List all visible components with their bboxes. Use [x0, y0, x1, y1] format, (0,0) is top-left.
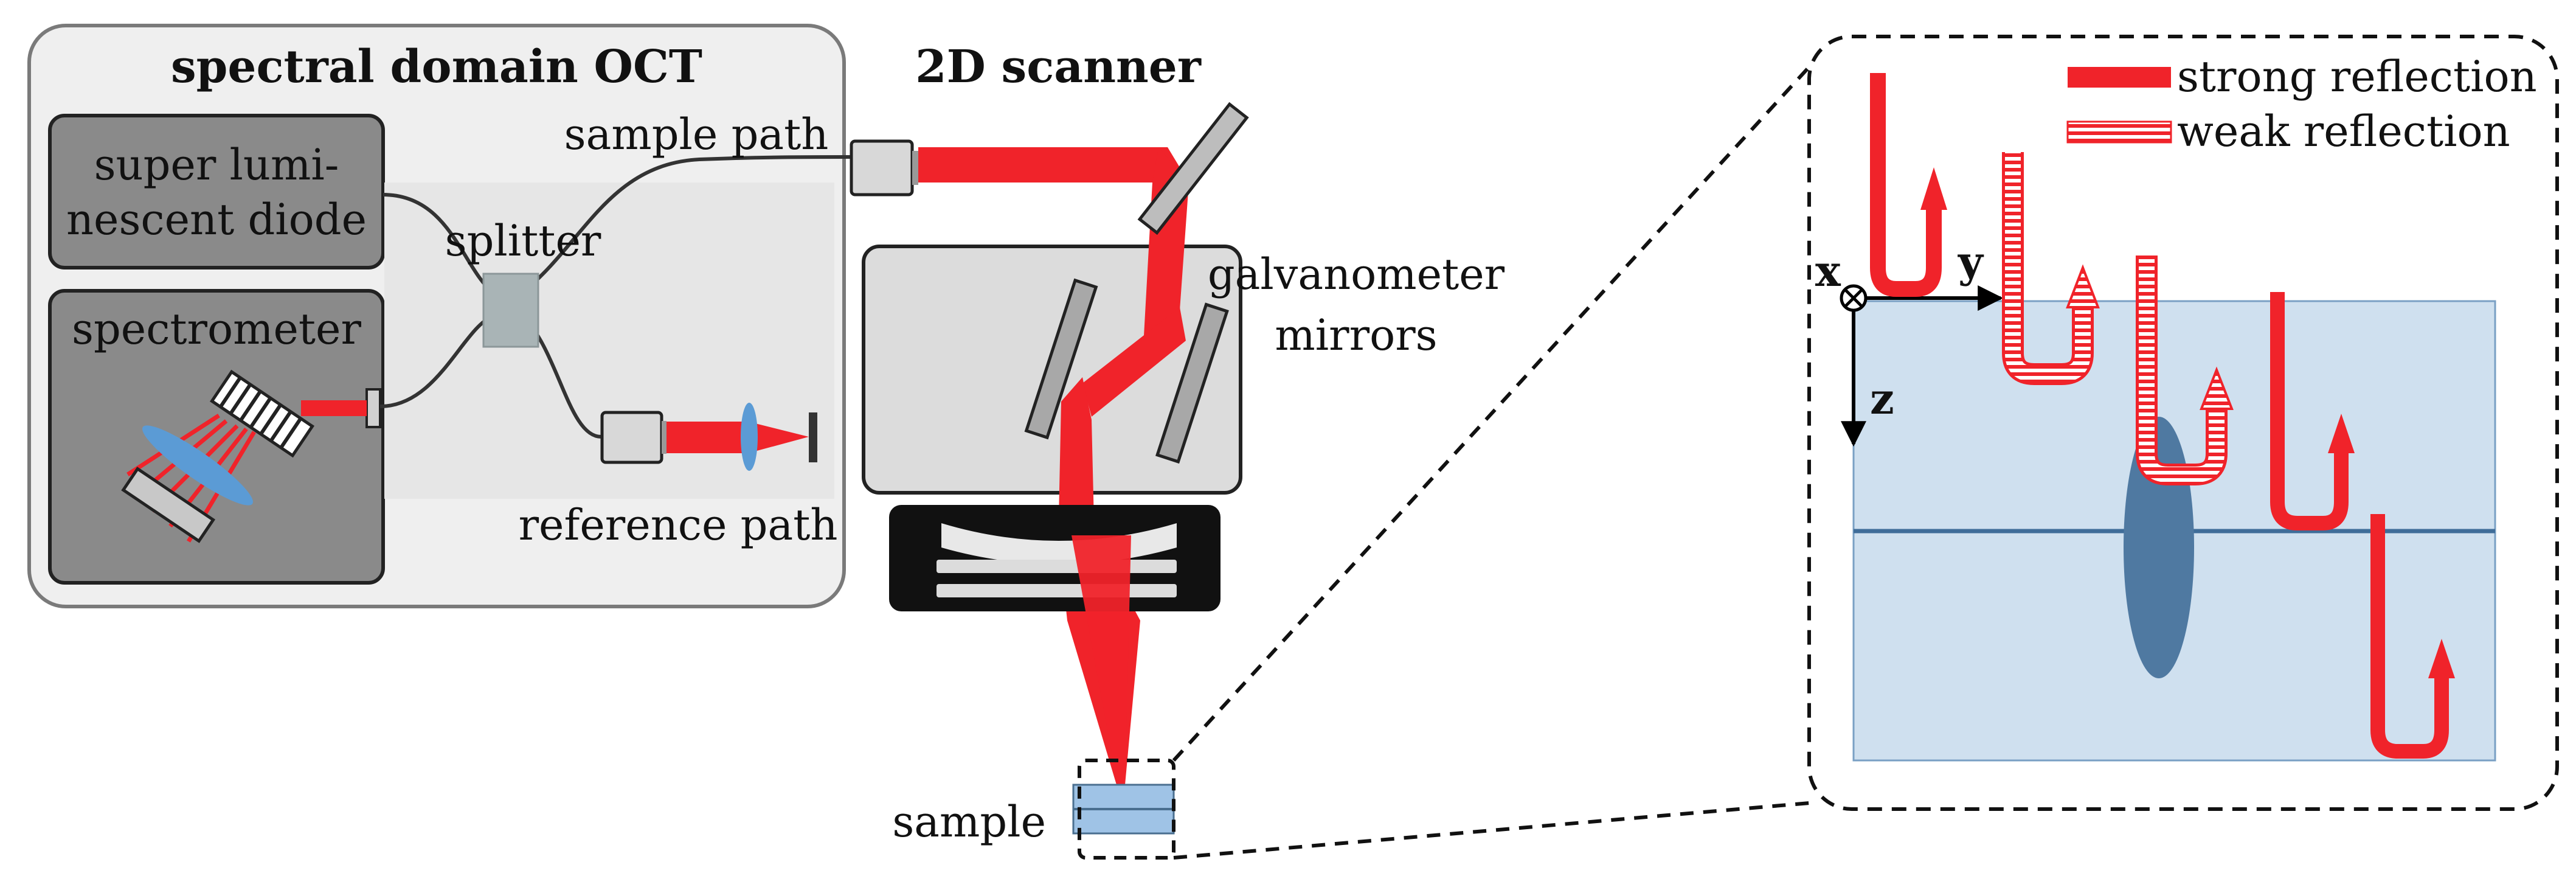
splitter-label: splitter [445, 216, 601, 266]
fiber-splitter [482, 273, 539, 348]
legend-strong-swatch [2068, 67, 2171, 88]
optical-fibers [379, 155, 852, 439]
zoom-line-top [1172, 65, 1811, 762]
legend-weak-swatch [2066, 120, 2172, 144]
spectrometer-beam [301, 400, 367, 416]
spectrometer-optics [121, 369, 381, 543]
spectrometer-lens [142, 425, 253, 506]
inclusion [2124, 417, 2194, 678]
reference-mirror [809, 412, 817, 462]
sample-path-label: sample path [564, 110, 829, 159]
oct-panel: spectral domain OCT super lumi- nescent … [27, 24, 852, 608]
legend-weak-label: weak reflection [2177, 106, 2510, 156]
reference-path-label: reference path [519, 500, 838, 550]
sample-zoom-box [1078, 759, 1175, 860]
focused-beam [1072, 535, 1131, 785]
light-source-box [48, 114, 385, 269]
sample-label: sample [892, 797, 1046, 847]
weak-reflection-2 [2136, 256, 2234, 485]
scanner-assembly: 2D scanner galvanometer [850, 41, 1505, 785]
reference-arm [600, 403, 817, 471]
x-axis-label: x [1815, 246, 1841, 296]
coordinate-axes: x y z [1815, 237, 2004, 447]
objective-lens-2 [937, 560, 1177, 573]
z-axis-label: z [1870, 374, 1894, 424]
galvo-mirror-right [1155, 302, 1229, 464]
y-axis-label: y [1958, 237, 1984, 287]
line-camera [121, 467, 216, 543]
zoom-line-bottom [1173, 801, 1810, 860]
objective-lens-3 [937, 584, 1177, 597]
light-source-label-line1: super lumi- [94, 140, 339, 190]
strong-reflection-1 [1870, 73, 1947, 297]
reference-beam [667, 422, 809, 453]
weak-reflection-1 [2002, 152, 2100, 385]
mirrors-label-line1: galvanometer [1208, 249, 1505, 299]
strong-reflection-2 [2270, 292, 2355, 530]
light-source-label-line2: nescent diode [66, 195, 367, 245]
legend-strong-label: strong reflection [2177, 52, 2537, 102]
galvo-mirror-top [1137, 102, 1249, 235]
strong-reflection-3 [2370, 514, 2455, 759]
oct-panel-title: spectral domain OCT [171, 41, 702, 93]
mirrors-label-line2: mirrors [1275, 310, 1437, 360]
detail-view: strong reflection weak reflection x y z [1807, 35, 2559, 811]
sample: sample [892, 759, 1175, 860]
spectrometer-label: spectrometer [72, 304, 361, 354]
spectrometer-box [48, 289, 385, 585]
reference-lens [741, 403, 758, 471]
scanner-title: 2D scanner [915, 41, 1202, 93]
sample-collimator [850, 139, 914, 196]
galvo-mirror-left [1024, 278, 1098, 440]
spectrometer-fiber-port [365, 388, 381, 428]
reference-collimator [600, 411, 663, 464]
